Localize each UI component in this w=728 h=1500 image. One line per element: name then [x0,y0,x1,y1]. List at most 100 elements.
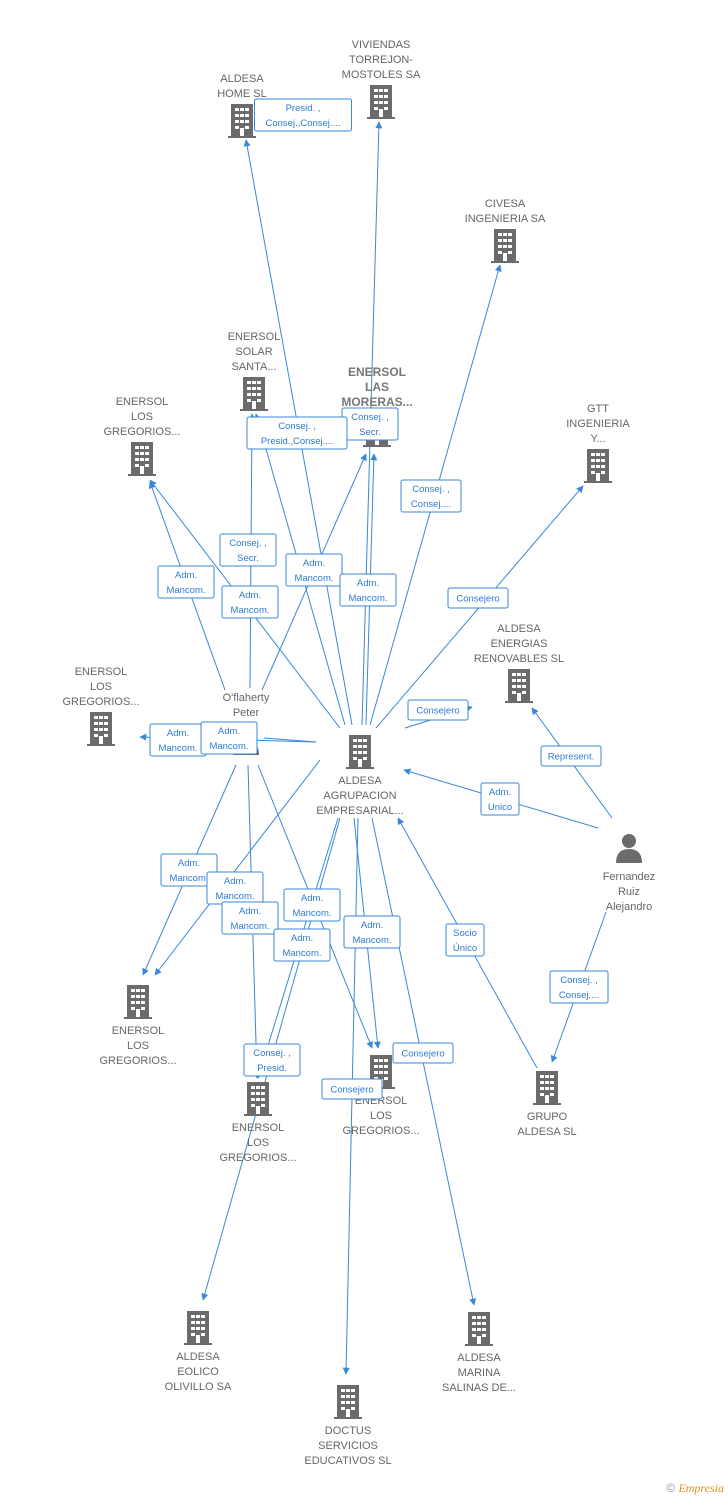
relation-box [246,416,348,450]
node-label-line: ALDESA [220,73,264,85]
relation-label-r8[interactable]: Adm.Mancom. [285,553,343,587]
relation-text: Consejero [401,1049,444,1060]
node-label-line: SALINAS DE... [442,1382,516,1394]
node-label-line: ENERGIAS [491,638,548,650]
relation-label-r24[interactable]: Consej. ,Presid. [243,1043,301,1077]
node-label-line: Peter [233,707,260,719]
relation-text: Presid. , [286,103,321,114]
relation-text: Consej. , [412,484,450,495]
relation-label-r17[interactable]: Adm. Mancom. [206,871,264,905]
relation-label-r6[interactable]: Adm.Mancom. [157,565,215,599]
node-solar-santa[interactable]: ENERSOLSOLARSANTA... [228,331,281,411]
relation-label-r25[interactable]: Consejero [392,1042,454,1064]
relation-label-r2[interactable]: Consej. ,Secr. [341,407,399,441]
relation-box [254,98,352,132]
node-greg1[interactable]: ENERSOLLOSGREGORIOS... [103,396,181,476]
brand-logo[interactable]: Empresia [678,1481,724,1495]
node-las-moreras[interactable]: ENERSOLLASMORERAS... [341,365,413,447]
relation-box [285,553,343,587]
building-icon [334,1385,362,1419]
relation-label-r1[interactable]: Presid. ,Consej.,Consej.... [254,98,352,132]
relation-label-r15[interactable]: Adm.Unico [480,782,520,816]
node-label-line: ALDESA SL [517,1126,576,1138]
relation-text: Consej.... [411,499,451,510]
relation-box [540,745,602,767]
relation-text: Consej. , [278,421,316,432]
relation-label-r26[interactable]: Consejero [321,1078,383,1100]
relation-text: Adm. [167,728,189,739]
relation-label-r16[interactable]: Adm.Mancom. [160,853,218,887]
relation-label-r19[interactable]: Adm.Mancom. [283,888,341,922]
relation-label-r7[interactable]: Adm.Mancom. [221,585,279,619]
node-gtt[interactable]: GTTINGENIERIAY... [566,403,630,483]
node-greg2[interactable]: ENERSOLLOSGREGORIOS... [62,666,140,746]
relation-label-r18[interactable]: Adm.Mancom. [221,901,279,935]
relation-text: Mancom. [292,908,331,919]
node-label-line: ALDESA [497,623,541,635]
relation-text: Adm. [218,726,240,737]
relation-text: Mancom. [209,741,248,752]
relation-label-r10[interactable]: Consejero [447,587,509,609]
building-icon [87,712,115,746]
relation-box [392,1042,454,1064]
relation-text: Consej. , [229,538,267,549]
node-label-line: CIVESA [485,198,526,210]
relation-label-r13[interactable]: Adm. Mancom. [200,721,258,755]
relation-text: Presid.,Consej.... [261,436,333,447]
relation-box [283,888,341,922]
node-label-line: GTT [587,403,609,415]
node-label-line: LOS [131,411,153,423]
relation-text: Adm. [224,876,246,887]
relation-text: Adm. [239,906,261,917]
node-label-line: ENERSOL [232,1122,285,1134]
node-label-line: ENERSOL [116,396,169,408]
relation-text: Consej. , [253,1048,291,1059]
relation-label-r9[interactable]: Adm.Mancom. [339,573,397,607]
relation-label-r5[interactable]: Consej. , Secr. [219,533,277,567]
relation-box [200,721,258,755]
node-greg5[interactable]: ENERSOLLOSGREGORIOS... [342,1055,420,1137]
node-label-line: ALDESA [338,775,382,787]
relation-label-r23[interactable]: Consej. ,Consej.... [549,970,609,1004]
relation-text: Mancom. [348,593,387,604]
node-center[interactable]: ALDESAAGRUPACIONEMPRESARIAL... [316,735,404,817]
relation-label-r4[interactable]: Consej. , Consej.... [400,479,462,513]
relation-box [407,699,469,721]
building-icon [128,442,156,476]
relation-label-r11[interactable]: Consejero [407,699,469,721]
relation-text: Consejero [416,706,459,717]
relation-text: Mancom. [215,891,254,902]
node-label-line: AGRUPACION [323,790,396,802]
node-label-line: ENERSOL [75,666,128,678]
building-icon [346,735,374,769]
node-label-line: MOSTOLES SA [342,69,421,81]
relation-label-r20[interactable]: Adm.Mancom. [273,928,331,962]
relation-text: Consej. , [560,975,598,986]
node-label-line: Fernandez [603,871,656,883]
relation-box [321,1078,383,1100]
building-icon [465,1312,493,1346]
node-greg3[interactable]: ENERSOLLOSGREGORIOS... [99,985,177,1067]
node-label-line: LOS [370,1110,392,1122]
node-greg4[interactable]: ENERSOLLOSGREGORIOS... [219,1082,297,1164]
relation-label-r12[interactable]: Adm.Mancom. [149,723,207,757]
relation-box [221,585,279,619]
relation-label-r3[interactable]: Consej. , Presid.,Consej.... [246,416,348,450]
relation-label-r21[interactable]: Adm.Mancom. [343,915,401,949]
relation-text: Mancom. [294,573,333,584]
relation-label-r14[interactable]: Represent. [540,745,602,767]
node-label-line: ALDESA [457,1352,501,1364]
node-label-line: LOS [90,681,112,693]
relation-text: Secr. [237,553,259,564]
